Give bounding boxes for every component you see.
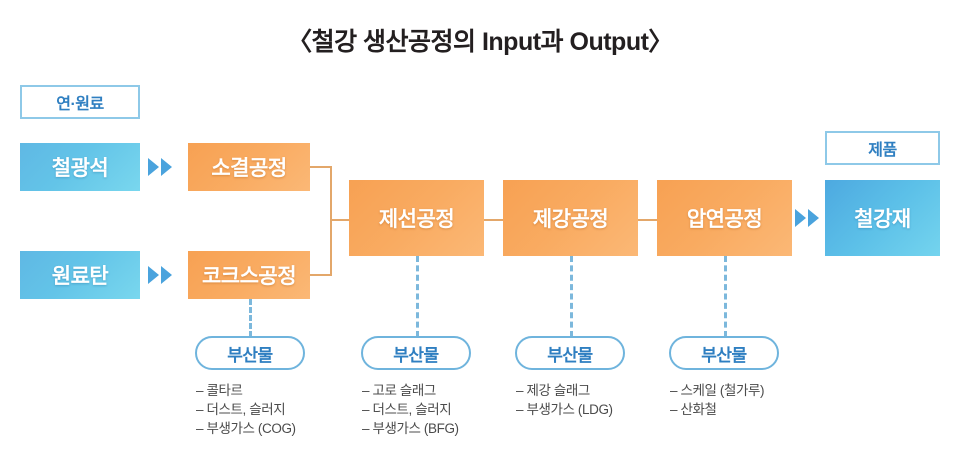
chevron-right-icon bbox=[148, 158, 159, 176]
product-box-steel: 철강재 bbox=[825, 180, 940, 256]
byproduct-list-ironmaking: 고로 슬래그 더스트, 슬러지 부생가스 (BFG) bbox=[362, 381, 459, 438]
list-item: 콜타르 bbox=[196, 381, 296, 400]
byproduct-pill-coke: 부산물 bbox=[195, 336, 305, 370]
process-box-sintering: 소결공정 bbox=[188, 143, 310, 191]
caption-input-materials: 연·원료 bbox=[20, 85, 140, 119]
chevron-right-icon bbox=[148, 266, 159, 284]
chevron-right-icon bbox=[795, 209, 806, 227]
page-title: 〈철강 생산공정의 Input과 Output〉 bbox=[287, 28, 673, 56]
chevron-right-icon bbox=[161, 158, 172, 176]
byproduct-list-coke: 콜타르 더스트, 슬러지 부생가스 (COG) bbox=[196, 381, 296, 438]
arrow-iron-ore-to-sintering bbox=[148, 158, 172, 176]
connector-sintering-horizontal bbox=[310, 166, 332, 168]
list-item: 더스트, 슬러지 bbox=[362, 400, 459, 419]
connector-ironmaking-to-steelmaking bbox=[484, 219, 504, 221]
process-box-steelmaking: 제강공정 bbox=[503, 180, 638, 256]
byproduct-list-rolling: 스케일 (철가루) 산화철 bbox=[670, 381, 764, 419]
caption-product: 제품 bbox=[825, 131, 940, 165]
list-item: 부생가스 (COG) bbox=[196, 419, 296, 438]
connector-bracket-to-ironmaking bbox=[330, 219, 352, 221]
dashed-line-rolling-byproduct bbox=[724, 256, 727, 337]
list-item: 고로 슬래그 bbox=[362, 381, 459, 400]
byproduct-pill-ironmaking: 부산물 bbox=[361, 336, 471, 370]
list-item: 스케일 (철가루) bbox=[670, 381, 764, 400]
process-box-coke: 코크스공정 bbox=[188, 251, 310, 299]
input-box-iron-ore: 철광석 bbox=[20, 143, 140, 191]
dashed-line-coke-byproduct bbox=[249, 299, 252, 337]
arrow-rolling-to-product bbox=[795, 209, 819, 227]
connector-coke-horizontal bbox=[310, 274, 332, 276]
process-box-ironmaking: 제선공정 bbox=[349, 180, 484, 256]
input-box-coking-coal: 원료탄 bbox=[20, 251, 140, 299]
dashed-line-steelmaking-byproduct bbox=[570, 256, 573, 337]
list-item: 제강 슬래그 bbox=[516, 381, 613, 400]
dashed-line-ironmaking-byproduct bbox=[416, 256, 419, 337]
list-item: 부생가스 (BFG) bbox=[362, 419, 459, 438]
chevron-right-icon bbox=[161, 266, 172, 284]
process-box-rolling: 압연공정 bbox=[657, 180, 792, 256]
connector-bracket-vertical bbox=[330, 166, 332, 276]
chevron-right-icon bbox=[808, 209, 819, 227]
list-item: 산화철 bbox=[670, 400, 764, 419]
byproduct-list-steelmaking: 제강 슬래그 부생가스 (LDG) bbox=[516, 381, 613, 419]
list-item: 부생가스 (LDG) bbox=[516, 400, 613, 419]
list-item: 더스트, 슬러지 bbox=[196, 400, 296, 419]
arrow-coal-to-coke bbox=[148, 266, 172, 284]
connector-steelmaking-to-rolling bbox=[638, 219, 658, 221]
byproduct-pill-steelmaking: 부산물 bbox=[515, 336, 625, 370]
byproduct-pill-rolling: 부산물 bbox=[669, 336, 779, 370]
